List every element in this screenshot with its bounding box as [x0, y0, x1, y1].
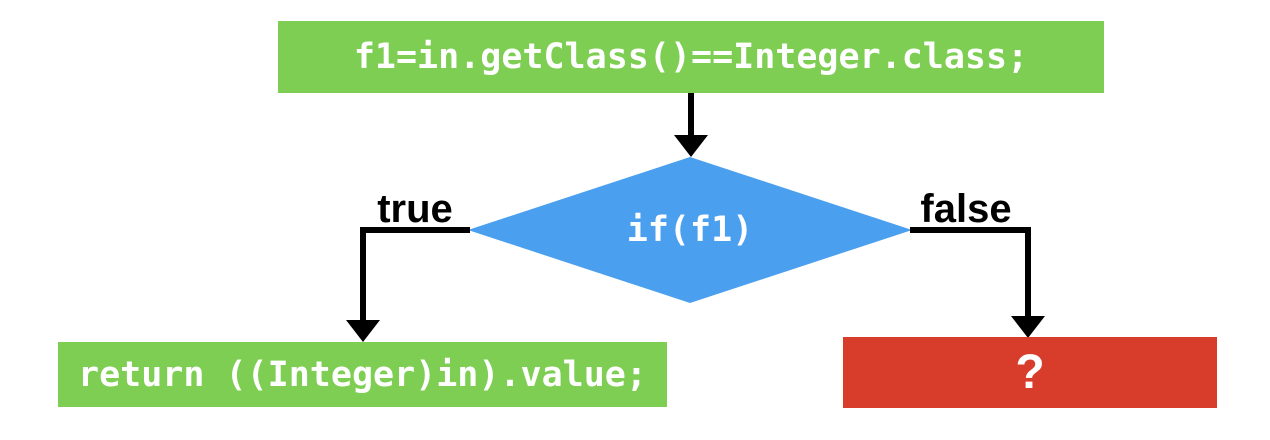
branch-label-true: true — [377, 187, 453, 231]
node-true-result-label: return ((Integer)in).value; — [78, 354, 647, 395]
flowchart-node-start: f1=in.getClass()==Integer.class; — [278, 21, 1104, 93]
flowchart-node-decision: if(f1) — [565, 205, 815, 255]
branch-label-false: false — [920, 187, 1012, 231]
flowchart-node-true-result: return ((Integer)in).value; — [58, 342, 667, 407]
connector-false-vertical — [1025, 227, 1031, 318]
connector-true-horizontal — [360, 227, 470, 233]
flowchart-node-false-result: ? — [843, 337, 1217, 408]
arrowhead-down-icon — [346, 320, 380, 342]
node-decision-label: if(f1) — [626, 210, 754, 250]
connector-true-vertical — [360, 227, 366, 322]
arrowhead-down-icon — [674, 135, 708, 157]
node-false-result-label: ? — [1015, 346, 1045, 399]
connector-start-to-decision — [688, 93, 694, 137]
connector-false-horizontal — [910, 227, 1031, 233]
arrowhead-down-icon — [1011, 316, 1045, 338]
node-start-label: f1=in.getClass()==Integer.class; — [353, 37, 1029, 77]
